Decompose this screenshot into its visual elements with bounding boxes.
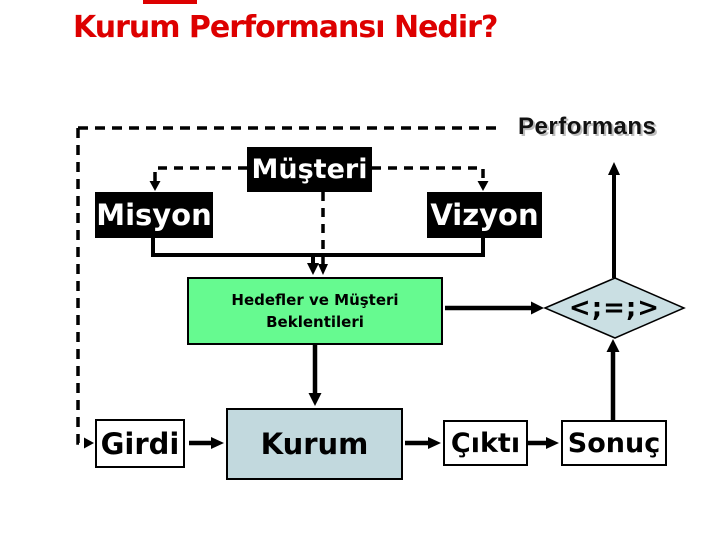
sonuc-label: Sonuç [567,427,661,459]
hedefler-kurum-arrowhead [308,393,322,406]
cikti-box: Çıktı [443,420,528,466]
misyon-vizyon-connector-line [151,238,485,257]
musteri-box: Müşteri [247,147,372,192]
kurum-box: Kurum [226,408,403,480]
girdi-kurum-arrowhead [211,437,224,449]
dashed-left-feedback-line [76,128,84,445]
sonuc-diamond-arrowhead [606,339,620,352]
hedefler-label-line1: Hedefler ve Müşteri [231,290,399,309]
musteri-label: Müşteri [251,154,368,185]
cikti-sonuc-arrowhead [546,437,559,449]
misyon-arrowhead [149,181,161,191]
sonuc-box: Sonuç [561,420,667,466]
hedefler-diamond-arrowhead [531,301,544,315]
girdi-box: Girdi [95,419,185,468]
musteri-hedefler-arrowhead [318,264,328,275]
performans-label: Performans [518,113,657,140]
kurum-cikti-arrowhead [428,437,441,449]
girdi-label: Girdi [100,426,180,461]
kurum-label: Kurum [260,427,369,461]
comparison-diamond-label: <;=;> [568,293,661,323]
vizyon-box: Vizyon [427,192,542,238]
comparison-diamond-shape [543,277,686,339]
musteri-to-misyon-dashed-line [153,166,247,181]
hedefler-label-line2: Beklentileri [266,313,364,331]
cikti-label: Çıktı [450,427,521,459]
diamond-performans-arrowhead [608,162,620,175]
misyon-label: Misyon [96,198,212,232]
hedefler-box: Hedefler ve Müşteri Beklentileri [187,277,443,345]
misyon-box: Misyon [95,192,213,238]
slide-title: Kurum Performansı Nedir? [73,10,498,45]
vizyon-label: Vizyon [430,198,539,232]
connector-hedefler-arrowhead [307,263,319,275]
vizyon-arrowhead [477,181,489,191]
musteri-to-vizyon-dashed-line [372,166,485,181]
title-crop-artifact [143,0,197,4]
feedback-to-girdi-arrowhead [84,437,94,449]
